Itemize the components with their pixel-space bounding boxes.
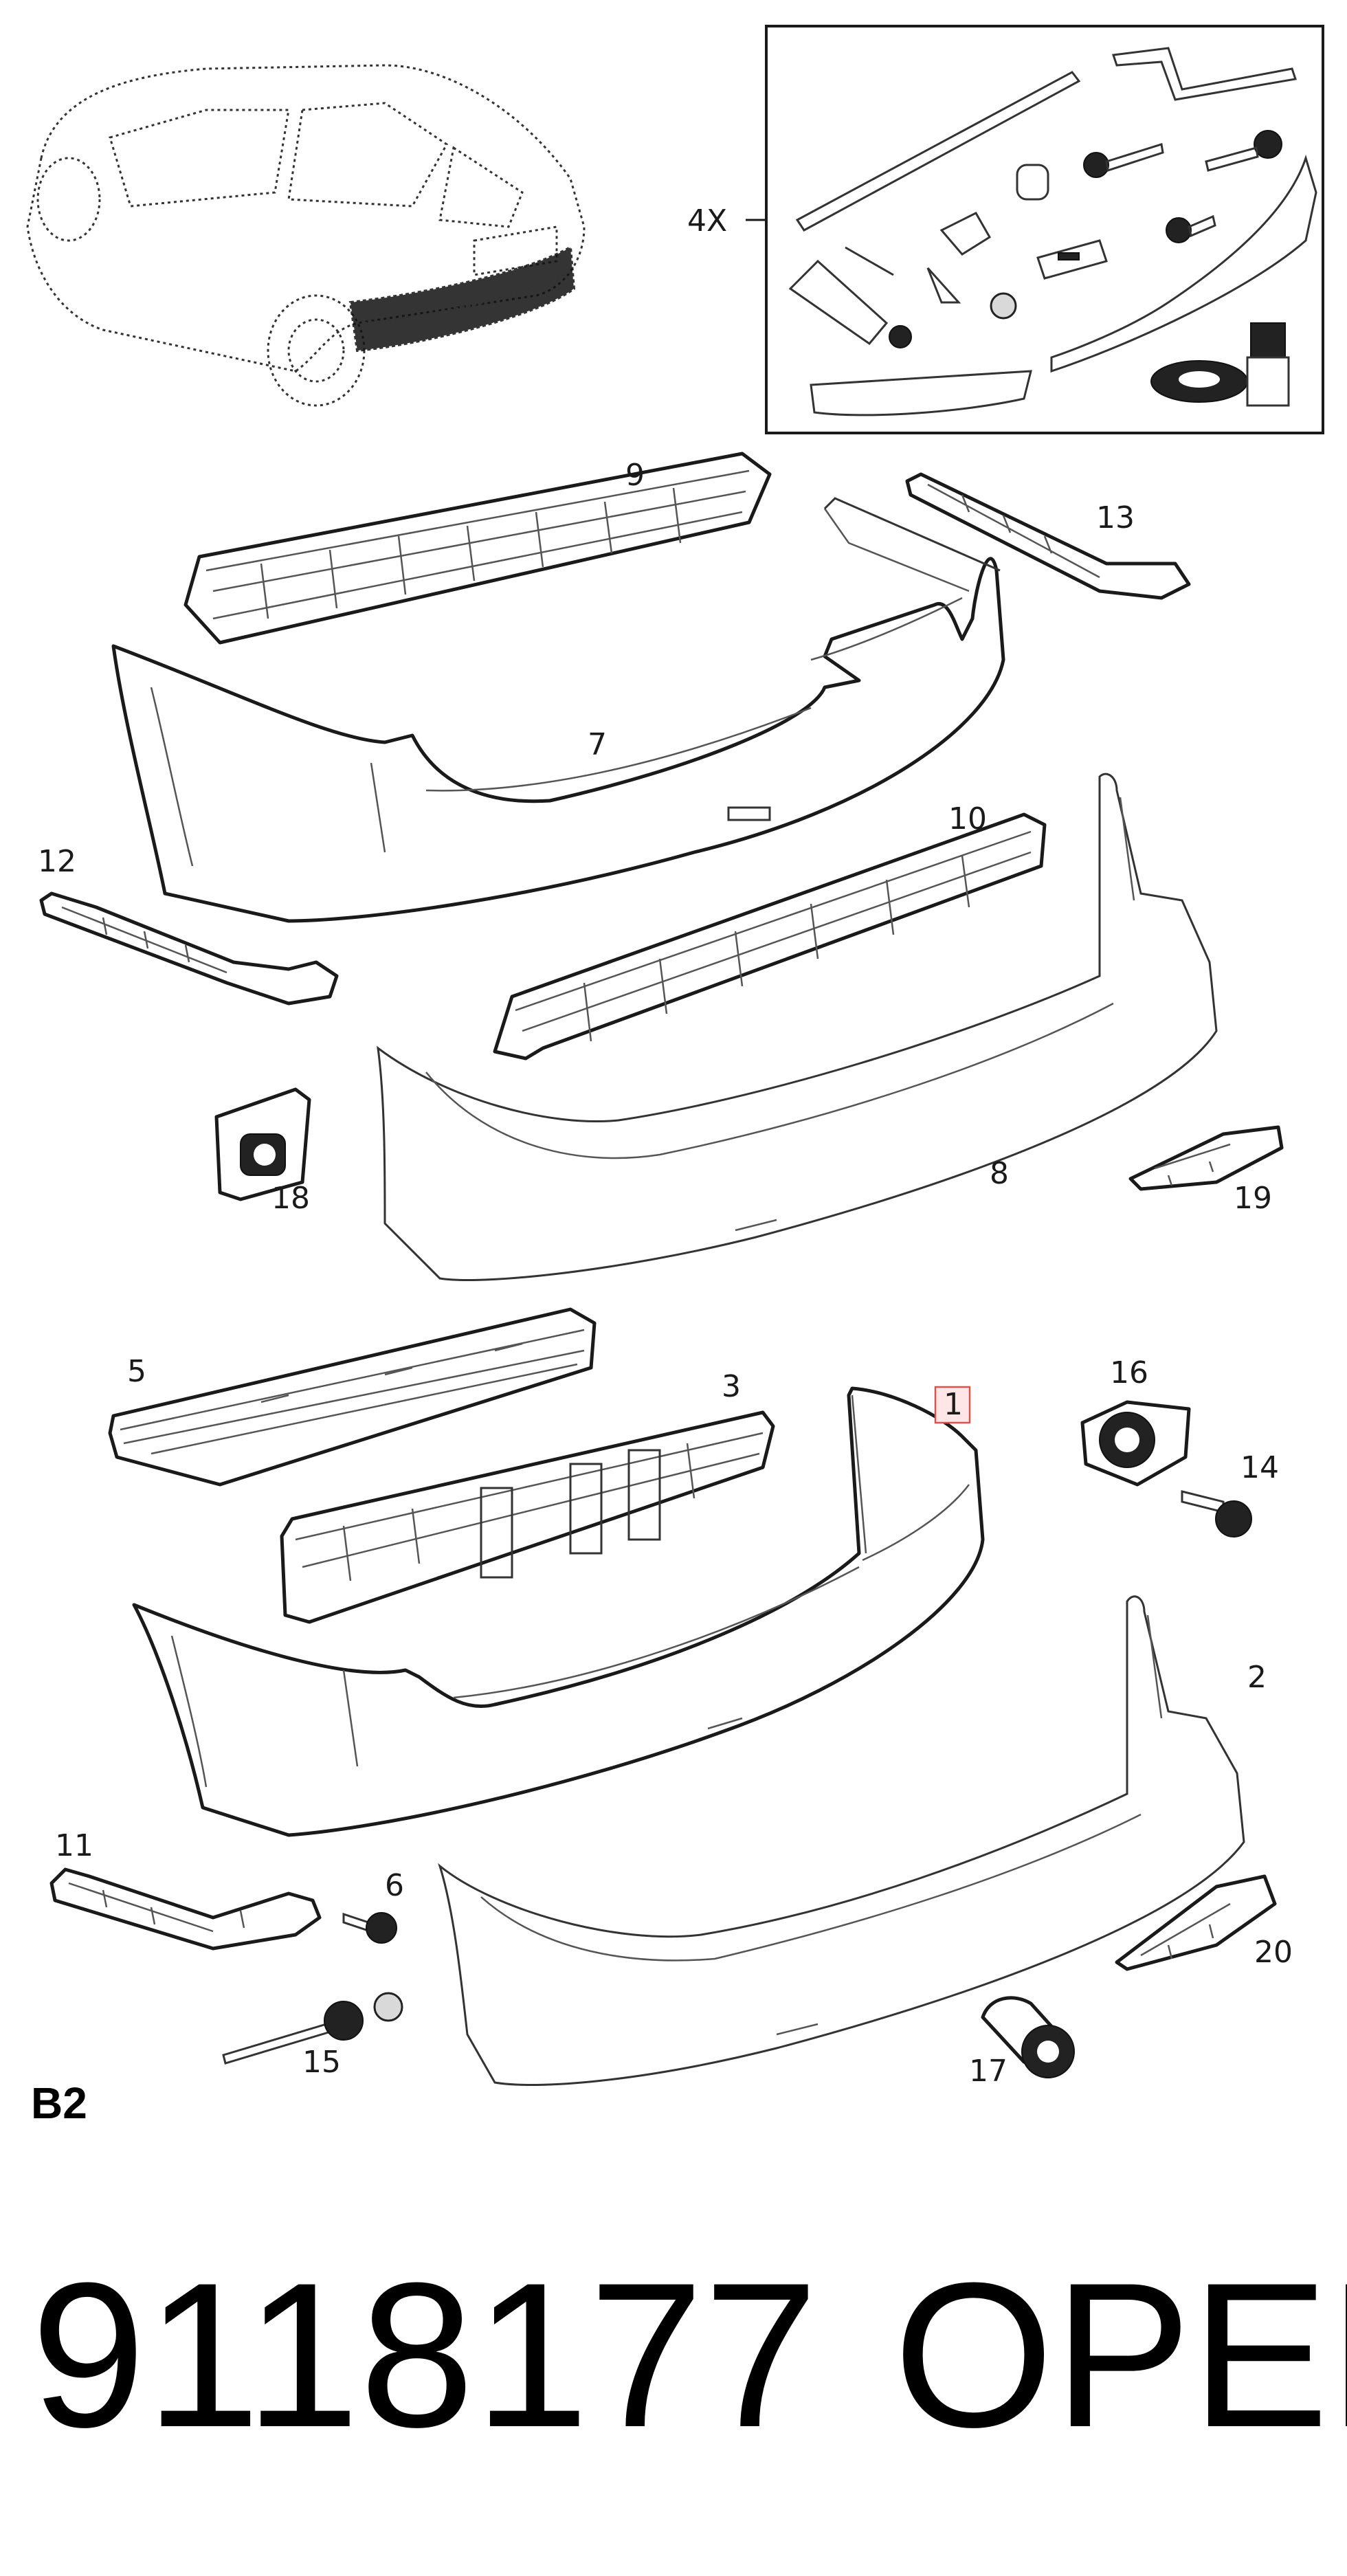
part-number: 9118177 xyxy=(31,2239,819,2470)
car-overview-illustration xyxy=(26,64,586,407)
callout-17: 17 xyxy=(969,2054,1008,2089)
brand-name: OPEL xyxy=(893,2239,1347,2470)
callout-14: 14 xyxy=(1240,1450,1279,1485)
repair-kit-box xyxy=(746,25,1324,434)
callout-15: 15 xyxy=(302,2045,341,2080)
callout-1: 1 xyxy=(944,1387,963,1422)
part-8-bumper-cover xyxy=(377,773,1218,1281)
callout-1-highlight xyxy=(934,1386,971,1424)
part-11-bracket-left xyxy=(49,1867,322,1951)
callout-20: 20 xyxy=(1254,1935,1293,1970)
part-10-energy-absorber xyxy=(493,812,1047,1061)
part-6-screw xyxy=(342,1912,397,1944)
screw-icon xyxy=(1083,130,1282,243)
kit-multiplier-label: 4X xyxy=(687,203,727,238)
callout-12: 12 xyxy=(38,844,76,879)
part-5-impact-bar xyxy=(108,1307,597,1487)
part-12-bracket-left xyxy=(39,891,339,1006)
callout-13: 13 xyxy=(1096,500,1135,535)
adhesive-tube-icon xyxy=(788,259,912,348)
callout-16: 16 xyxy=(1110,1355,1148,1390)
callout-10: 10 xyxy=(948,801,987,836)
part-13-bracket-right xyxy=(905,472,1191,600)
callout-2: 2 xyxy=(1247,1660,1267,1695)
callout-18: 18 xyxy=(271,1181,310,1216)
callout-11: 11 xyxy=(55,1828,93,1863)
part-7-bumper-cover xyxy=(111,497,1005,923)
part-20-reflector-bracket xyxy=(1115,1874,1277,1971)
part-16-sensor-bracket xyxy=(1080,1400,1191,1487)
callout-9: 9 xyxy=(625,458,645,493)
part-3-energy-absorber xyxy=(280,1410,775,1624)
part-1-bumper-cover xyxy=(132,1386,985,1837)
part-17-clip xyxy=(981,1996,1075,2078)
part-15-rivet xyxy=(222,1992,403,2065)
callout-3: 3 xyxy=(722,1369,741,1404)
tape-roll-icon xyxy=(1150,360,1248,403)
part-18-sensor-holder xyxy=(214,1087,311,1201)
part-19-reflector-bracket xyxy=(1128,1125,1284,1191)
part-9-energy-absorber xyxy=(183,452,772,645)
callout-7: 7 xyxy=(588,727,607,762)
section-code: B2 xyxy=(31,2078,87,2128)
part-2-bumper-cover xyxy=(438,1595,1245,2086)
part-14-screw xyxy=(1181,1490,1252,1537)
callout-5: 5 xyxy=(127,1354,146,1389)
callout-8: 8 xyxy=(990,1156,1009,1191)
callout-6: 6 xyxy=(385,1868,404,1903)
callout-19: 19 xyxy=(1234,1181,1272,1216)
primer-bottle-icon xyxy=(1246,322,1290,407)
